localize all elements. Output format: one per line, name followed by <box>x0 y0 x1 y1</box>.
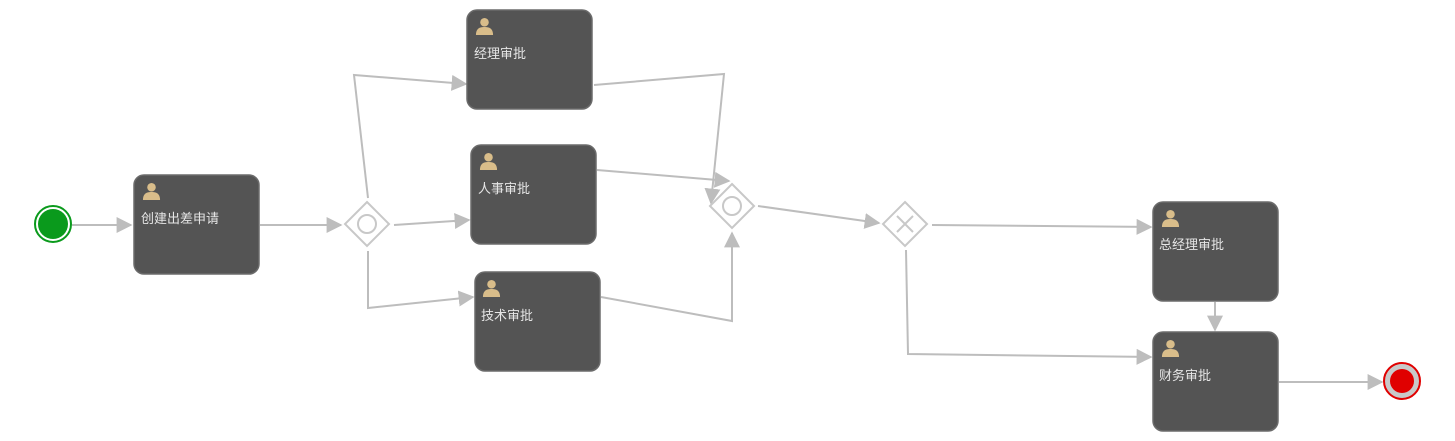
gateway-decision[interactable] <box>881 200 929 248</box>
task-label: 财务审批 <box>1159 368 1211 384</box>
task-label: 人事审批 <box>478 182 530 197</box>
flow-split-to-hr[interactable] <box>393 212 471 229</box>
task-label: 经理审批 <box>474 47 526 62</box>
inclusive-marker-icon <box>357 214 377 234</box>
task-gm[interactable]: 总经理审批 <box>1152 201 1279 302</box>
task-hr[interactable]: 人事审批 <box>470 144 597 245</box>
task-create[interactable]: 创建出差申请 <box>133 174 260 275</box>
gateway-join[interactable] <box>708 182 756 230</box>
gateway-split[interactable] <box>343 200 391 248</box>
inclusive-marker-icon <box>722 196 742 216</box>
start-event[interactable] <box>34 205 72 243</box>
flow-decision-to-finance[interactable] <box>905 249 1153 365</box>
flow-manager-to-join[interactable] <box>593 72 726 205</box>
task-label: 总经理审批 <box>1159 238 1224 253</box>
task-finance[interactable]: 财务审批 <box>1152 331 1279 432</box>
flow-hr-to-join[interactable] <box>596 169 731 188</box>
flow-decision-to-gm[interactable] <box>931 218 1153 235</box>
flow-tech-to-join[interactable] <box>600 231 740 323</box>
task-label: 创建出差申请 <box>141 212 219 227</box>
task-tech[interactable]: 技术审批 <box>474 271 601 372</box>
exclusive-marker-icon <box>896 215 914 233</box>
end-event[interactable] <box>1383 362 1421 400</box>
flow-join-to-decision[interactable] <box>757 205 881 229</box>
flow-split-to-tech[interactable] <box>367 251 475 310</box>
sequence-flows <box>72 72 1384 390</box>
flow-split-to-manager[interactable] <box>352 73 468 199</box>
task-manager[interactable]: 经理审批 <box>466 9 593 110</box>
task-label: 技术审批 <box>481 309 533 324</box>
